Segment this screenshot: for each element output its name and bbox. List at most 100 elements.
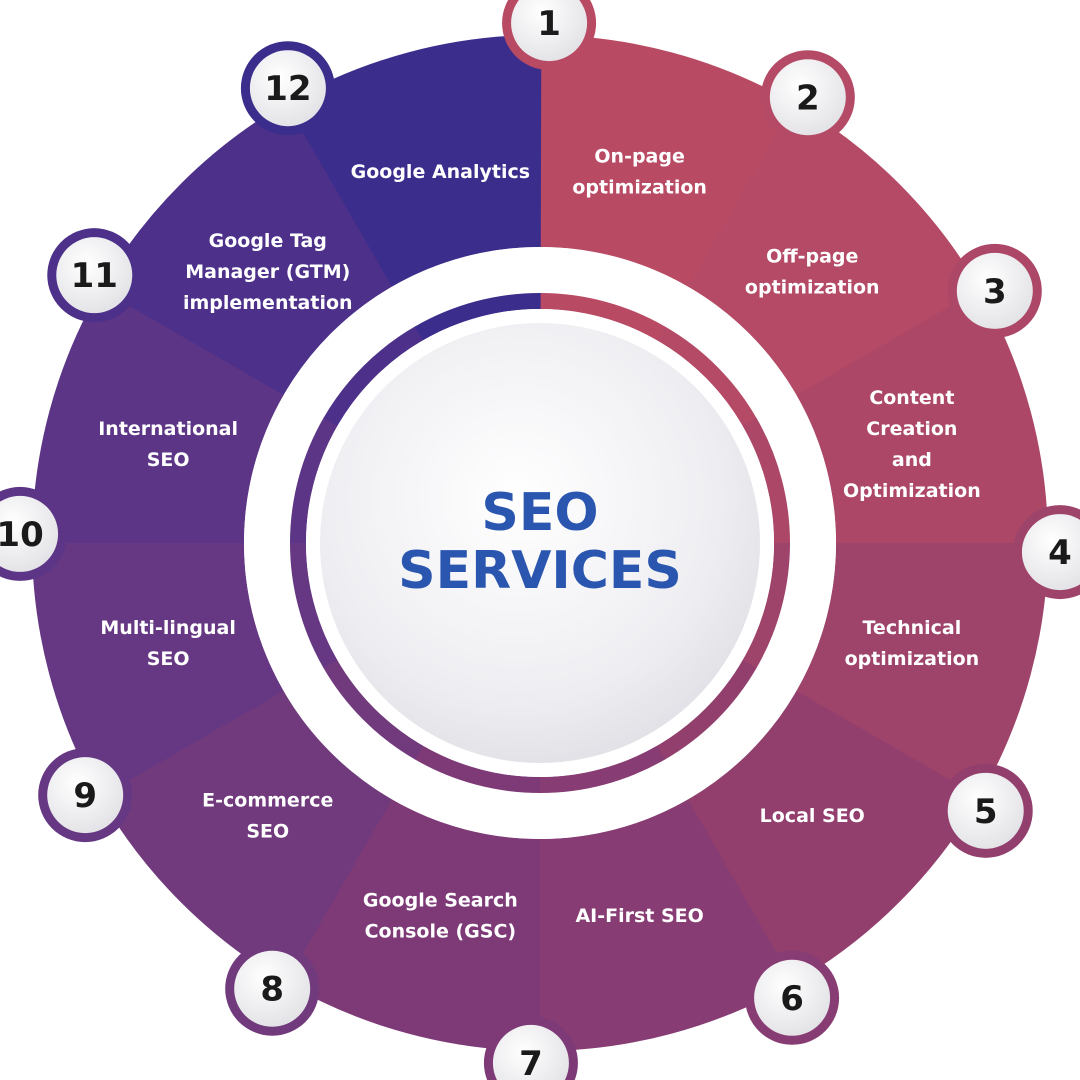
number-badge-label: 11 [71, 256, 118, 296]
number-badge-5: 5 [938, 763, 1033, 858]
service-label-11-line-2: Manager (GTM) [185, 261, 350, 283]
number-badge-label: 7 [519, 1044, 543, 1080]
segment-3 [796, 289, 1048, 545]
center-title-line1: SEO [481, 483, 598, 543]
number-badge-disc [769, 59, 846, 136]
service-label-3-line-2: Creation [866, 418, 957, 440]
number-badge-label: 4 [1048, 533, 1072, 573]
number-badge-disc [492, 1024, 569, 1080]
segment-9 [32, 541, 284, 797]
service-label-1: On-page optimization [572, 146, 707, 199]
service-label-11-line-3: implementation [183, 292, 353, 314]
number-badge-9: 9 [38, 748, 133, 843]
number-badge-12: 12 [240, 41, 335, 136]
inner-segment-4 [742, 543, 790, 669]
segment-10 [32, 287, 285, 543]
segment-7 [284, 798, 540, 1051]
segment-11 [100, 102, 393, 395]
service-label-5: Local SEO [760, 805, 865, 827]
service-label-4-line-2: optimization [845, 648, 980, 670]
service-label-3-line-1: Content [869, 387, 954, 409]
number-badge-label: 1 [537, 4, 561, 44]
number-badge-label: 6 [780, 979, 804, 1019]
number-badge-3: 3 [947, 243, 1042, 338]
service-label-7-line-1: Google Search [363, 889, 518, 911]
inner-ring [290, 293, 790, 793]
center-title-line2: SERVICES [398, 541, 682, 601]
number-badge-label: 2 [796, 78, 820, 118]
number-badge-6: 6 [745, 950, 840, 1045]
inner-segment-12 [415, 293, 541, 341]
number-badge-7: 7 [483, 1015, 578, 1080]
service-label-3-line-4: Optimization [843, 480, 981, 502]
inner-segment-1 [540, 293, 666, 341]
number-badge-4: 4 [1012, 505, 1080, 600]
segment-6 [538, 799, 794, 1051]
number-badge-disc [1021, 514, 1080, 591]
number-badge-disc [956, 252, 1033, 329]
number-badge-disc [234, 950, 311, 1027]
number-badge-2: 2 [760, 50, 855, 145]
inner-segment-6 [539, 745, 665, 793]
inner-segment-9 [290, 542, 338, 668]
number-badge-disc [754, 959, 831, 1036]
service-label-8-line-1: E-commerce [202, 790, 333, 812]
number-badge-disc [0, 495, 59, 572]
service-label-1-line-1: On-page [594, 146, 684, 168]
service-label-2-line-2: optimization [745, 276, 880, 298]
inner-segment-10 [290, 417, 338, 543]
number-badge-disc [249, 50, 326, 127]
number-badge-10: 10 [0, 486, 68, 581]
service-label-10-line-1: International [98, 418, 238, 440]
inner-segment-2 [657, 326, 757, 427]
number-badge-label: 3 [983, 272, 1007, 312]
service-label-4-line-1: Technical [863, 617, 962, 639]
number-badge-label: 5 [974, 792, 998, 832]
segment-12 [286, 35, 542, 287]
number-badge-label: 9 [73, 776, 97, 816]
number-badge-label: 10 [0, 515, 44, 555]
inner-segment-5 [656, 660, 757, 760]
service-label-11-line-1: Google Tag [209, 230, 327, 252]
service-label-6: AI-First SEO [575, 905, 703, 927]
number-badge-disc [47, 757, 124, 834]
inner-segment-11 [323, 326, 424, 426]
service-label-4: Technical optimization [845, 617, 980, 670]
number-badge-8: 8 [225, 941, 320, 1036]
service-label-6-line-1: AI-First SEO [575, 905, 703, 927]
service-label-10-line-2: SEO [147, 449, 190, 471]
number-badge-label: 12 [264, 69, 311, 109]
service-label-1-line-2: optimization [572, 177, 707, 199]
inner-segment-7 [414, 745, 540, 793]
segment-8 [99, 690, 392, 983]
service-label-8-line-2: SEO [246, 821, 289, 843]
number-badge-label: 8 [260, 970, 284, 1010]
inner-segment-8 [323, 659, 423, 760]
number-badge-11: 11 [47, 228, 142, 323]
number-badge-disc [947, 772, 1024, 849]
service-label-7-line-2: Console (GSC) [365, 920, 517, 942]
number-badge-disc [56, 237, 133, 314]
segment-1 [540, 35, 796, 288]
segment-5 [687, 691, 980, 984]
number-badge-disc [511, 0, 588, 62]
service-label-3-line-3: and [892, 449, 932, 471]
number-badge-1: 1 [502, 0, 597, 71]
center-disc [320, 323, 760, 763]
segment-4 [795, 543, 1048, 799]
service-label-12: Google Analytics [351, 161, 530, 183]
outer-ring [32, 35, 1048, 1051]
service-label-12-line-1: Google Analytics [351, 161, 530, 183]
segment-2 [688, 103, 981, 396]
service-label-9-line-2: SEO [147, 648, 190, 670]
service-label-9-line-1: Multi-lingual [100, 617, 235, 639]
